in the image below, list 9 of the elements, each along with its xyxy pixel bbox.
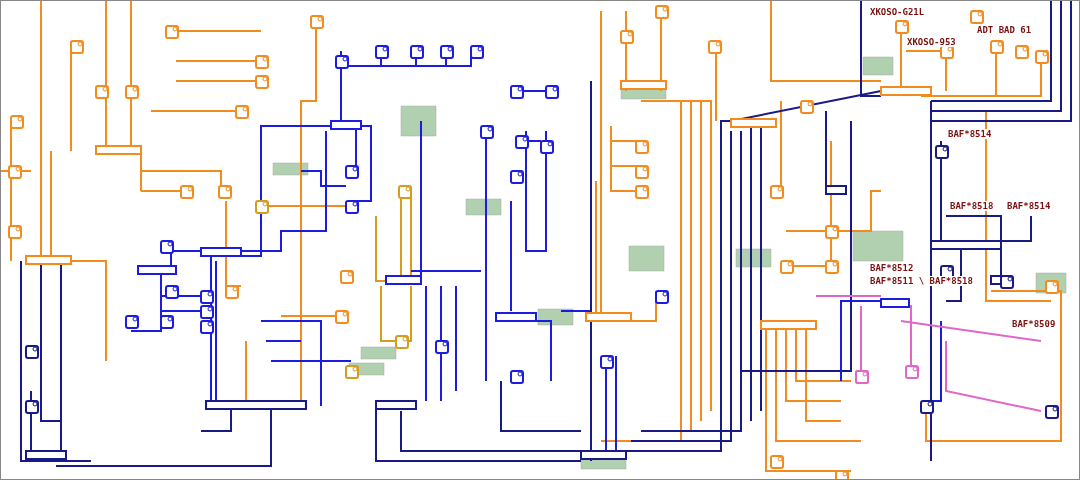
cable-tag: BAF*8511 \ BAF*8518	[869, 276, 974, 286]
cable-tag: BAF*8518	[949, 201, 995, 211]
cable-tag: BAF*8514	[947, 129, 993, 139]
cable-tag: XKOSO-G21L	[869, 7, 926, 17]
cable-tag: ADT BAD 61	[976, 25, 1033, 35]
cable-tag: XKOSO-953	[906, 37, 957, 47]
cable-tag: BAF*8514	[1006, 201, 1052, 211]
cable-tag: BAF*8512	[869, 263, 915, 273]
cable-tag: BAF*8509	[1011, 319, 1057, 329]
